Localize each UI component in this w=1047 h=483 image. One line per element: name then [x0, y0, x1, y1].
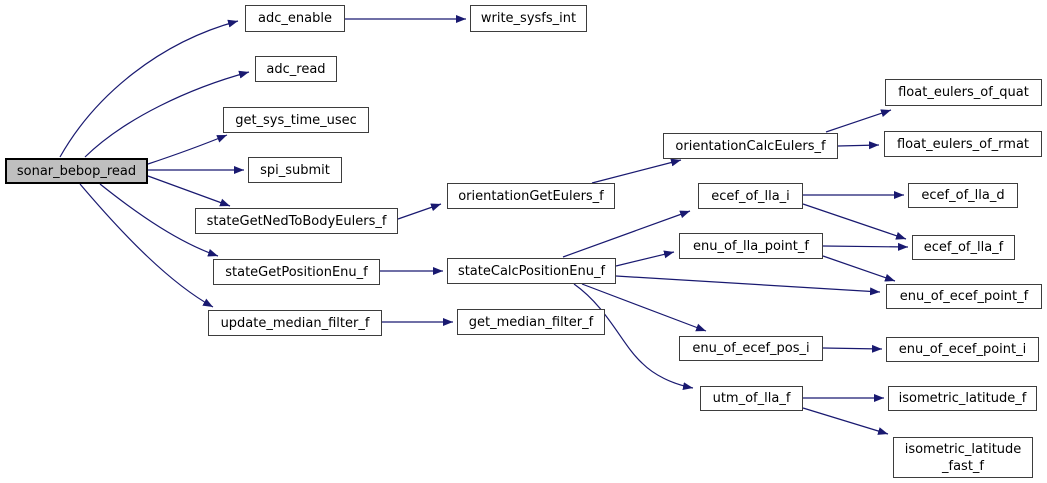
- edge-orientationgeteulers-f-to-orientationcalceulers-f: [591, 158, 682, 184]
- edge-sonar-bebop-read-to-get-sys-time-usec: [147, 134, 228, 165]
- edge-sonar-bebop-read-to-adc-read: [84, 70, 250, 158]
- edge-orientationcalceulers-f-to-float-eulers-of-rmat: [837, 141, 880, 150]
- node-spi-submit[interactable]: spi_submit: [248, 157, 342, 183]
- edge-ecef-of-lla-i-to-ecef-of-lla-f: [802, 203, 907, 240]
- edge-utm-of-lla-f-to-isometric-latitude-fast-f: [802, 407, 889, 435]
- node-float-eulers-of-rmat[interactable]: float_eulers_of_rmat: [884, 131, 1042, 157]
- node-adc-enable[interactable]: adc_enable: [245, 5, 345, 32]
- edge-statecalcpositionenu-f-to-ecef-of-lla-i: [562, 210, 691, 258]
- edge-statecalcpositionenu-f-to-utm-of-lla-f: [573, 283, 694, 391]
- edge-sonar-bebop-read-to-update-median-filter-f: [79, 183, 214, 308]
- edge-statecalcpositionenu-f-to-enu-of-ecef-point-f: [615, 275, 881, 296]
- edge-orientationcalceulers-f-to-float-eulers-of-quat: [825, 109, 892, 133]
- node-enu-of-ecef-point-f[interactable]: enu_of_ecef_point_f: [886, 284, 1042, 309]
- node-label-line: _fast_f: [942, 458, 984, 474]
- edge-stategetnedtobodyeulers-f-to-orientationgeteulers-f: [397, 203, 442, 220]
- edge-sonar-bebop-read-to-stategetpositionenu-f: [99, 183, 219, 257]
- node-ecef-of-lla-f[interactable]: ecef_of_lla_f: [912, 235, 1015, 260]
- node-isometric-latitude-f[interactable]: isometric_latitude_f: [888, 386, 1037, 411]
- node-ecef-of-lla-i[interactable]: ecef_of_lla_i: [698, 183, 803, 209]
- node-enu-of-ecef-point-i[interactable]: enu_of_ecef_point_i: [886, 337, 1039, 362]
- node-orientationcalceulers-f[interactable]: orientationCalcEulers_f: [663, 133, 838, 159]
- node-write-sysfs-int[interactable]: write_sysfs_int: [470, 5, 587, 32]
- edge-enu-of-lla-point-f-to-enu-of-ecef-point-f: [822, 255, 896, 282]
- node-update-median-filter-f[interactable]: update_median_filter_f: [208, 310, 382, 336]
- edge-enu-of-ecef-pos-i-to-enu-of-ecef-point-i: [822, 344, 883, 353]
- node-sonar-bebop-read: sonar_bebop_read: [5, 158, 148, 184]
- node-float-eulers-of-quat[interactable]: float_eulers_of_quat: [885, 79, 1042, 106]
- edge-statecalcpositionenu-f-to-enu-of-ecef-pos-i: [581, 283, 707, 332]
- node-enu-of-ecef-pos-i[interactable]: enu_of_ecef_pos_i: [679, 336, 823, 361]
- node-orientationgeteulers-f[interactable]: orientationGetEulers_f: [447, 183, 615, 209]
- node-get-sys-time-usec[interactable]: get_sys_time_usec: [223, 107, 369, 133]
- node-ecef-of-lla-d[interactable]: ecef_of_lla_d: [908, 183, 1018, 208]
- node-adc-read[interactable]: adc_read: [255, 56, 337, 82]
- node-get-median-filter-f[interactable]: get_median_filter_f: [457, 309, 605, 335]
- edge-enu-of-lla-point-f-to-ecef-of-lla-f: [822, 242, 909, 251]
- node-isometric-latitude-fast-f[interactable]: isometric_latitude _fast_f: [893, 437, 1033, 478]
- node-utm-of-lla-f[interactable]: utm_of_lla_f: [700, 386, 803, 411]
- edge-statecalcpositionenu-f-to-enu-of-lla-point-f: [615, 250, 675, 267]
- edge-sonar-bebop-read-to-stategetnedtobodyeulers-f: [147, 175, 231, 207]
- node-enu-of-lla-point-f[interactable]: enu_of_lla_point_f: [679, 233, 823, 259]
- node-statecalcpositionenu-f[interactable]: stateCalcPositionEnu_f: [447, 258, 616, 284]
- node-label-line: isometric_latitude: [904, 441, 1022, 457]
- node-stategetnedtobodyeulers-f[interactable]: stateGetNedToBodyEulers_f: [195, 208, 398, 234]
- node-stategetpositionenu-f[interactable]: stateGetPositionEnu_f: [213, 259, 380, 285]
- edge-sonar-bebop-read-to-adc-enable: [59, 19, 239, 158]
